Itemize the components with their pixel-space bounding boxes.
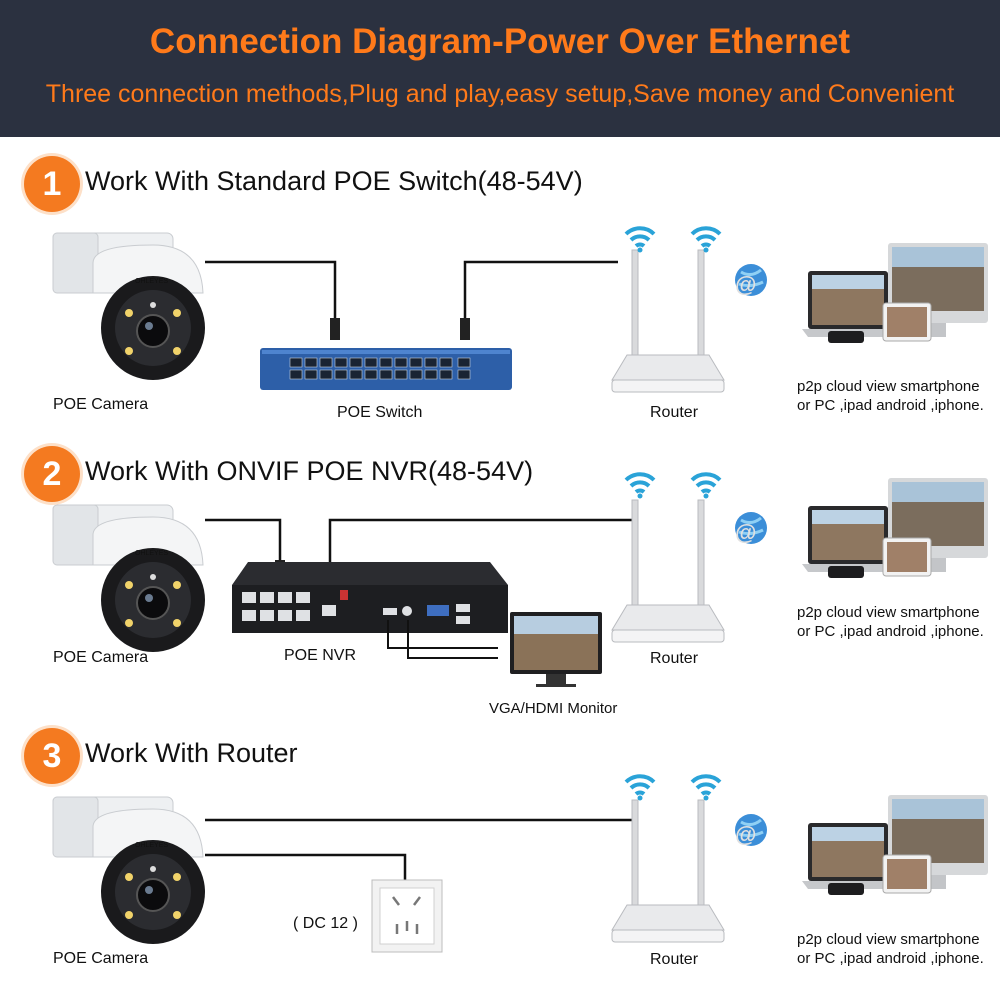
section-3-graphics: [52, 774, 989, 953]
wifi-icon: [624, 774, 656, 803]
poe-camera-2: [52, 504, 206, 653]
wifi-icon: [690, 226, 722, 255]
wifi-icon: [624, 472, 656, 501]
camera-label: POE Camera: [53, 396, 149, 413]
poe-camera-1: [52, 232, 206, 381]
p2p-line-1: p2p cloud view smartphone: [797, 931, 980, 948]
header-banner: Connection Diagram-Power Over Ethernet T…: [0, 0, 1000, 137]
p2p-caption: p2p cloud view smartphone or PC ,ipad an…: [797, 930, 984, 968]
poe-camera-3: [52, 796, 206, 945]
poe-nvr-device: [232, 562, 508, 633]
step-number-3: 3: [24, 728, 80, 784]
step-number-2: 2: [24, 446, 80, 502]
section-1-graphics: [52, 226, 989, 393]
internet-globe-icon: [733, 812, 769, 849]
poe-switch-device: [260, 348, 512, 390]
nvr-label: POE NVR: [284, 647, 357, 664]
wifi-icon: [690, 472, 722, 501]
section-1-title: Work With Standard POE Switch(48-54V): [85, 166, 583, 196]
camera-label: POE Camera: [53, 649, 149, 666]
cable-switch-router-1: [463, 260, 618, 320]
router-2: [611, 499, 725, 643]
router-3: [611, 799, 725, 943]
camera-brand-label: OHLEYES: [135, 842, 169, 849]
rj45-plug: [460, 318, 470, 340]
router-label: Router: [650, 404, 699, 421]
camera-label: POE Camera: [53, 950, 149, 967]
p2p-line-2: or PC ,ipad android ,iphone.: [797, 623, 984, 640]
client-devices-1: [801, 242, 989, 344]
camera-brand-label: OHLEYES: [135, 550, 169, 557]
p2p-caption: p2p cloud view smartphone or PC ,ipad an…: [797, 377, 984, 415]
wifi-icon: [690, 774, 722, 803]
power-label: ( DC 12 ): [293, 915, 358, 932]
monitor-device: [510, 612, 602, 687]
monitor-label: VGA/HDMI Monitor: [489, 700, 618, 717]
cable-nvr-monitor: [407, 620, 498, 659]
p2p-line-2: or PC ,ipad android ,iphone.: [797, 950, 984, 967]
step-number-1: 1: [24, 156, 80, 212]
section-2-graphics: [52, 472, 989, 687]
wifi-icon: [624, 226, 656, 255]
p2p-caption: p2p cloud view smartphone or PC ,ipad an…: [797, 603, 984, 641]
page-title: Connection Diagram-Power Over Ethernet: [149, 22, 851, 61]
router-label: Router: [650, 650, 699, 667]
cable-camera-power: [205, 853, 407, 885]
cable-nvr-router: [328, 518, 635, 575]
rj45-plug: [330, 318, 340, 340]
section-2-title: Work With ONVIF POE NVR(48-54V): [85, 456, 534, 486]
cable-camera-nvr: [205, 518, 282, 562]
internet-globe-icon: [733, 262, 769, 299]
page-subtitle: Three connection methods,Plug and play,e…: [45, 80, 955, 108]
router-label: Router: [650, 951, 699, 968]
p2p-line-2: or PC ,ipad android ,iphone.: [797, 397, 984, 414]
router-1: [611, 249, 725, 393]
p2p-line-1: p2p cloud view smartphone: [797, 378, 980, 395]
client-devices-3: [801, 794, 989, 896]
camera-brand-label: OHLEYES: [135, 278, 169, 285]
cable-nvr-monitor: [387, 620, 498, 649]
internet-globe-icon: [733, 510, 769, 547]
switch-label: POE Switch: [337, 404, 423, 421]
p2p-line-1: p2p cloud view smartphone: [797, 604, 980, 621]
cable-camera-switch-1: [205, 260, 337, 320]
client-devices-2: [801, 477, 989, 579]
section-3-title: Work With Router: [85, 738, 298, 768]
wall-socket-device: [371, 879, 443, 953]
